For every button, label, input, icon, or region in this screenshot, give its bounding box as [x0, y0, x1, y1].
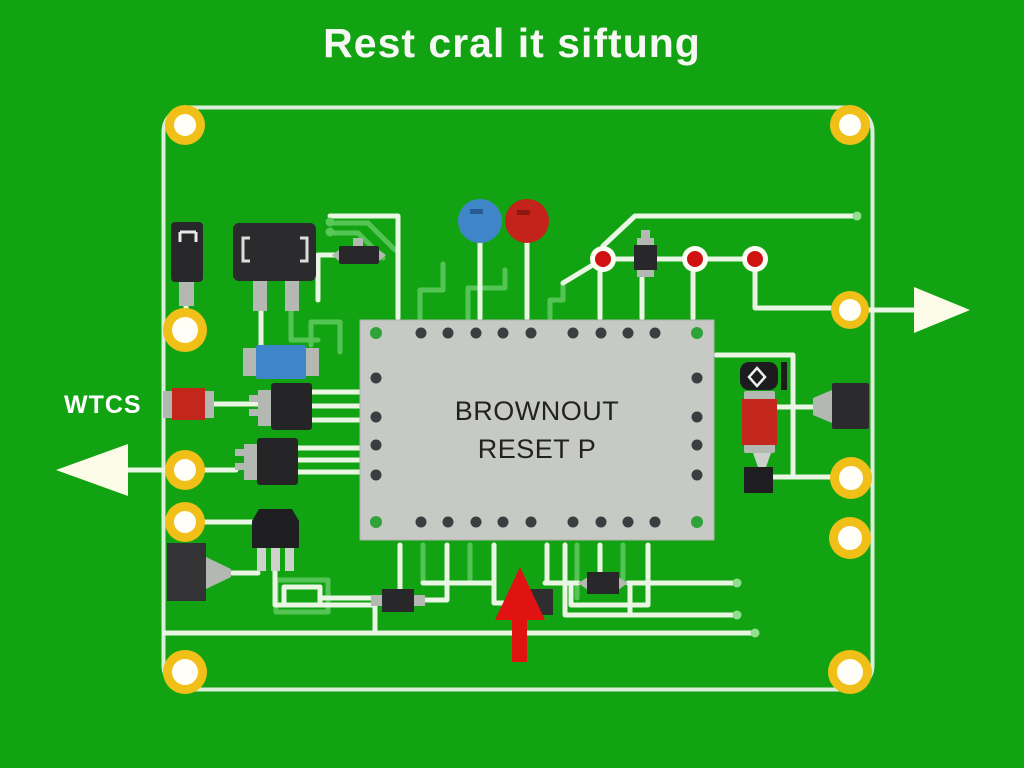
disc-capacitor-red-icon — [505, 199, 549, 243]
mounting-pad — [165, 450, 205, 490]
power-connector-icon — [167, 543, 231, 601]
component-lead — [285, 281, 299, 311]
ic-chip-body — [359, 319, 715, 541]
page-title: Rest cral it siftung — [323, 19, 701, 66]
dip-component-icon — [233, 223, 316, 311]
led-icon — [590, 246, 616, 272]
cylinder-capacitor-red-icon — [742, 391, 777, 493]
to220-transistor-icon — [252, 509, 299, 571]
component-lead — [253, 281, 267, 311]
smd-diode-icon — [371, 589, 425, 612]
arrow-right-icon — [914, 287, 970, 333]
ic-chip-label-line1: BROWNOUT — [454, 395, 620, 426]
mounting-pad — [828, 650, 872, 694]
ic-chip — [359, 319, 715, 541]
component-lead — [179, 282, 194, 306]
mounting-pad — [165, 502, 205, 542]
vertical-resistor-icon — [634, 230, 657, 277]
arrow-up-red-icon — [495, 567, 545, 662]
ic-chip-label-line2: RESET P — [477, 433, 597, 464]
ic-chip-pins — [370, 327, 703, 528]
axial-resistor-red-icon — [163, 388, 214, 420]
smd-diode-icon — [332, 238, 386, 264]
mosfet-icon — [813, 383, 869, 429]
film-capacitor-blue-icon — [243, 345, 319, 379]
ic-chip-corner-pins — [370, 327, 703, 528]
diamond-marked-transistor-icon — [740, 362, 787, 390]
trace-endpoint-dots — [325, 211, 862, 638]
mounting-pad — [831, 291, 869, 329]
led-icon — [742, 246, 768, 272]
left-annotation-label: WTCS — [64, 391, 142, 419]
arrow-left-icon — [56, 444, 128, 496]
mounting-pads — [163, 105, 872, 694]
mounting-pad — [830, 105, 870, 145]
smd-transistor-icon — [249, 383, 312, 430]
smd-diode-icon — [578, 572, 628, 594]
mounting-pad — [165, 105, 205, 145]
mounting-pad — [829, 517, 871, 559]
mounting-pad — [163, 650, 207, 694]
ic-chip-label: BROWNOUT RESET P — [360, 320, 714, 540]
smd-transistor-icon — [235, 438, 298, 485]
polarized-capacitor-icon — [171, 222, 203, 306]
led-icon — [682, 246, 708, 272]
trace-network-green — [273, 220, 626, 615]
disc-capacitor-blue-icon — [458, 199, 502, 243]
mounting-pad — [830, 457, 872, 499]
mounting-pad — [163, 308, 207, 352]
